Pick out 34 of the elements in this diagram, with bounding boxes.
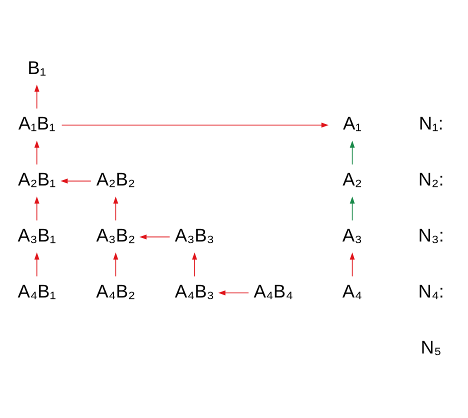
arrow bbox=[60, 178, 92, 184]
node-text: B₁ bbox=[28, 56, 46, 78]
node-text: A₄B₂ bbox=[96, 280, 136, 302]
node-text: A₃B₁ bbox=[18, 224, 56, 246]
node-text: A₃ bbox=[342, 224, 362, 246]
arrow bbox=[218, 290, 249, 296]
node-text: A₂ bbox=[342, 168, 362, 190]
arrow bbox=[113, 252, 118, 277]
node-text: A₃B₃ bbox=[174, 224, 214, 246]
node-text: A₃B₂ bbox=[96, 224, 136, 246]
arrow bbox=[350, 140, 355, 165]
label: N₂: bbox=[418, 168, 444, 190]
node-text: A₂B₂ bbox=[96, 168, 136, 190]
arrow bbox=[192, 252, 198, 277]
arrow bbox=[350, 252, 355, 277]
node-text: A₄B₄ bbox=[254, 280, 294, 302]
node-text: A₄B₃ bbox=[174, 280, 214, 302]
label: N₅ bbox=[420, 336, 442, 358]
node-text: A₄ bbox=[342, 280, 362, 302]
label: N₃: bbox=[418, 224, 444, 246]
arrow bbox=[34, 196, 40, 221]
node-text: A₂B₁ bbox=[18, 168, 56, 190]
arrow bbox=[350, 196, 355, 221]
arrow bbox=[34, 252, 40, 277]
arrow bbox=[139, 234, 170, 240]
arrow bbox=[61, 122, 329, 128]
node-text: A₄B₁ bbox=[18, 280, 56, 302]
node-text: A₁ bbox=[343, 112, 362, 134]
arrow bbox=[34, 84, 40, 109]
node-text: A₁B₁ bbox=[18, 112, 56, 134]
label: N₁: bbox=[418, 112, 444, 134]
arrow bbox=[113, 196, 118, 221]
arrow bbox=[34, 140, 40, 165]
label: N₄: bbox=[418, 280, 444, 302]
